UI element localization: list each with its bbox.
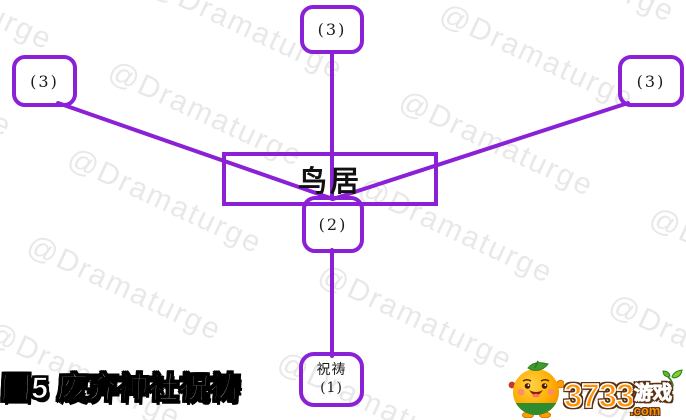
node-top-3: (3) bbox=[300, 5, 364, 54]
connector-left-to-mid bbox=[56, 101, 335, 201]
figure-caption: 图5 废弃神社祝祷 bbox=[0, 372, 242, 406]
node-bottom-label-line1: 祝祷 bbox=[316, 362, 347, 378]
node-bottom-label-line2: (1) bbox=[320, 379, 343, 396]
connector-right-to-mid bbox=[331, 101, 630, 201]
node-mid-label: (2) bbox=[318, 215, 348, 234]
node-left-label: (3) bbox=[30, 71, 59, 91]
orange-mascot-icon bbox=[508, 360, 564, 418]
node-right-label: (3) bbox=[636, 71, 666, 91]
node-mid-2: (2) bbox=[302, 196, 364, 253]
node-right-3: (3) bbox=[618, 55, 684, 107]
torii-box: 鸟居 bbox=[222, 152, 438, 206]
sprout-icon bbox=[662, 369, 683, 387]
node-bottom-prayer: 祝祷 (1) bbox=[299, 352, 364, 407]
node-top-label: (3) bbox=[317, 20, 347, 39]
site-logo: 3733 游戏 .com bbox=[508, 358, 684, 418]
node-left-3: (3) bbox=[12, 55, 77, 107]
torii-label: 鸟居 bbox=[297, 164, 362, 198]
logo-word: 游戏 bbox=[633, 383, 673, 404]
logo-number: 3733 bbox=[563, 377, 635, 414]
site-logo-text: 3733 游戏 .com bbox=[562, 369, 684, 418]
logo-domain: .com bbox=[630, 403, 661, 418]
